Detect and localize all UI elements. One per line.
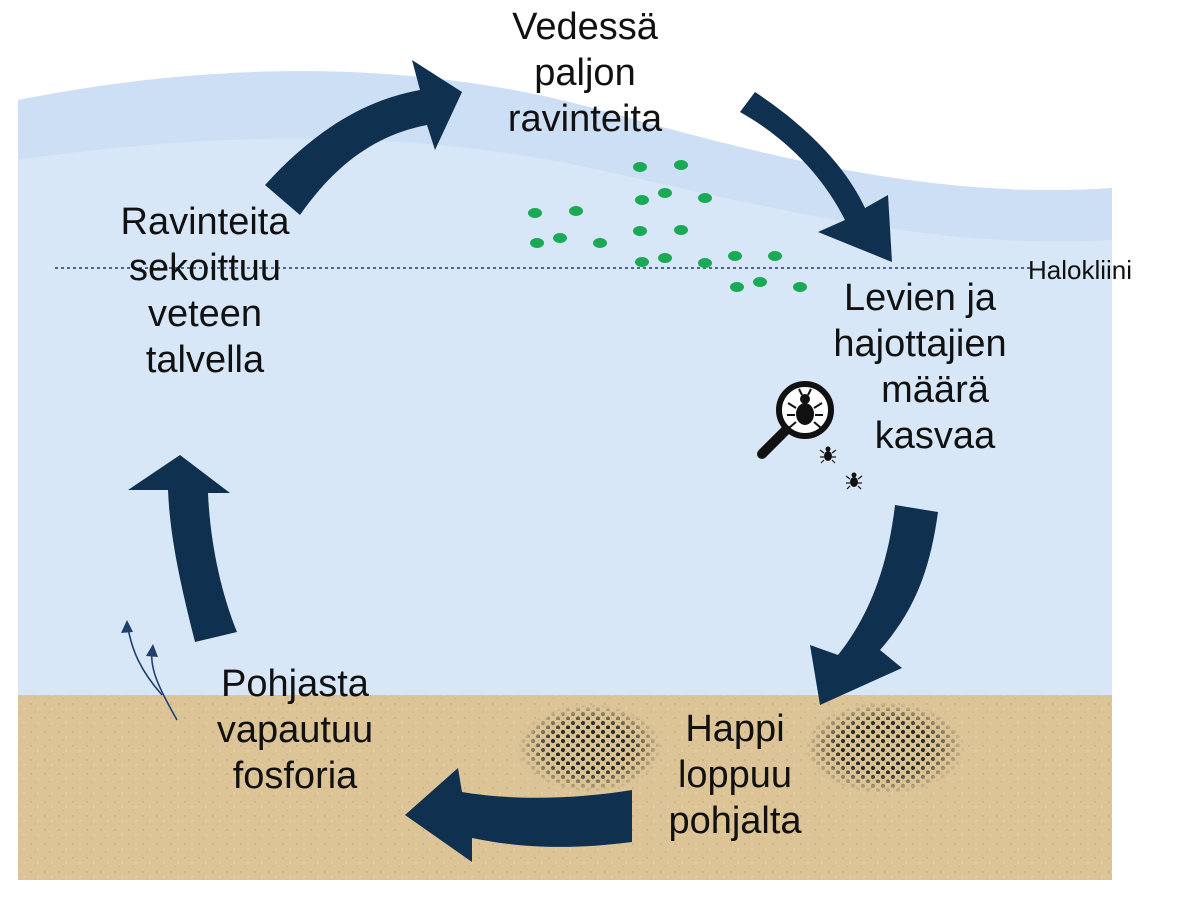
nutrient-dot bbox=[674, 225, 688, 235]
label-phosphorus-released: Pohjasta vapautuu fosforia bbox=[185, 661, 405, 799]
nutrient-dot bbox=[633, 226, 647, 236]
nutrient-dot bbox=[698, 193, 712, 203]
nutrient-dot bbox=[674, 160, 688, 170]
nutrient-dot bbox=[553, 233, 567, 243]
label-nutrients-in-water: Vedessä paljon ravinteita bbox=[470, 4, 700, 142]
label-nutrients-mix-winter: Ravinteita sekoittuu veteen talvella bbox=[85, 199, 325, 383]
nutrient-dot bbox=[593, 238, 607, 248]
nutrient-dot bbox=[753, 277, 767, 287]
nutrient-dot bbox=[528, 208, 542, 218]
label-algae-decomposers-increase: Levien ja hajottajien määrä kasvaa bbox=[795, 275, 1045, 459]
nutrient-dot bbox=[698, 258, 712, 268]
label-halocline: Halokliini bbox=[1028, 255, 1132, 285]
label-oxygen-runs-out: Happi loppuu pohjalta bbox=[630, 706, 840, 844]
nutrient-dot bbox=[658, 188, 672, 198]
nutrient-dot bbox=[635, 195, 649, 205]
nutrient-dot bbox=[728, 251, 742, 261]
nutrient-dot bbox=[635, 257, 649, 267]
nutrient-dot bbox=[633, 162, 647, 172]
nutrient-dot bbox=[530, 238, 544, 248]
nutrient-dot bbox=[730, 282, 744, 292]
nutrient-dot bbox=[658, 253, 672, 263]
nutrient-dot bbox=[768, 251, 782, 261]
nutrient-dot bbox=[569, 206, 583, 216]
